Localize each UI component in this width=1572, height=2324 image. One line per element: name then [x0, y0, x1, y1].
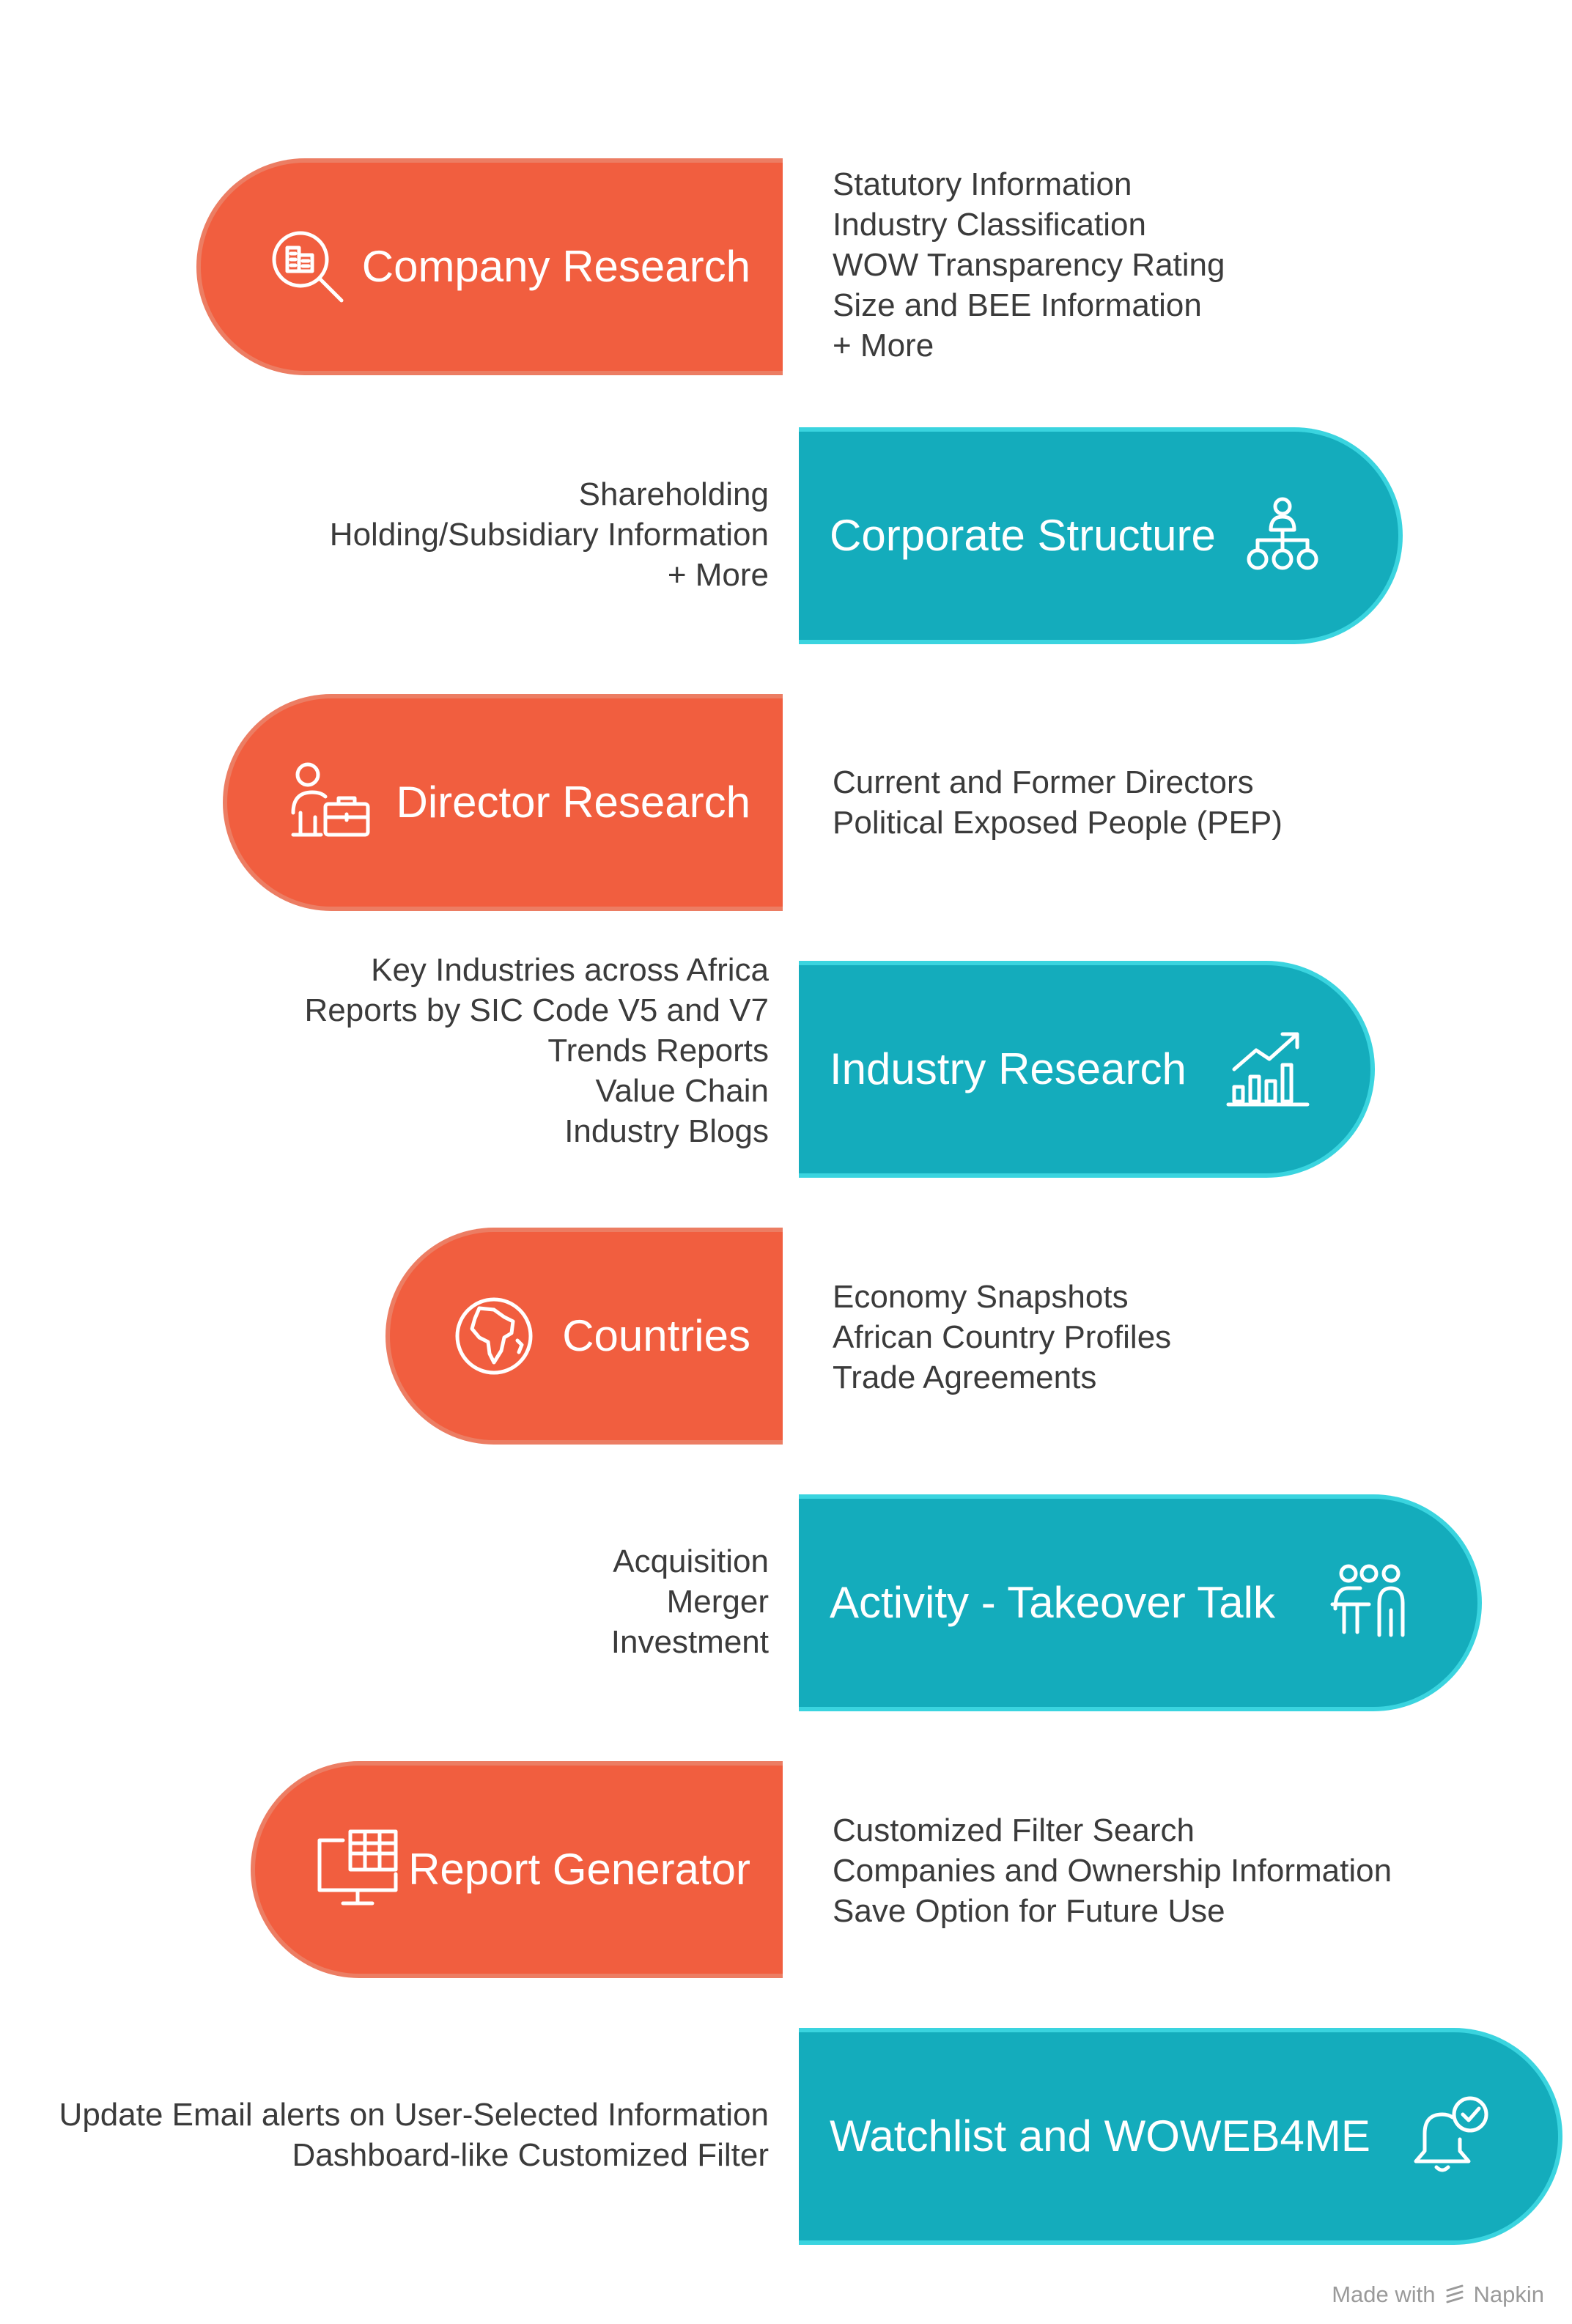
magnifier-building-icon — [264, 223, 352, 311]
desc-report-generator: Customized Filter Search Companies and O… — [833, 1810, 1392, 1931]
pill-watchlist-woweb4me: Watchlist and WOWEB4ME — [799, 2028, 1562, 2245]
desc-item: Key Industries across Africa — [371, 952, 769, 988]
pill-industry-research: Industry Research — [799, 961, 1375, 1178]
desc-item: Dashboard-like Customized Filter — [292, 2137, 769, 2173]
desc-watchlist-woweb4me: Update Email alerts on User-Selected Inf… — [59, 2095, 769, 2175]
person-briefcase-icon — [284, 759, 372, 846]
footer-made-with: Made with — [1332, 2281, 1436, 2307]
desc-item: Trade Agreements — [833, 1360, 1097, 1395]
desc-activity-takeover-talk: Acquisition Merger Investment — [611, 1541, 769, 1662]
org-chart-icon — [1239, 492, 1326, 580]
desc-item: Save Option for Future Use — [833, 1893, 1225, 1929]
desc-item: Value Chain — [595, 1073, 769, 1109]
pill-activity-takeover-talk: Activity - Takeover Talk — [799, 1494, 1482, 1711]
napkin-logo-icon — [1446, 2284, 1463, 2303]
desc-item: Industry Blogs — [564, 1113, 769, 1149]
desc-item: Industry Classification — [833, 207, 1146, 243]
pill-countries: Countries — [385, 1228, 783, 1445]
desc-item: Acquisition — [613, 1543, 769, 1579]
globe-africa-icon — [450, 1292, 538, 1380]
desc-item: African Country Profiles — [833, 1319, 1172, 1355]
people-meeting-icon — [1328, 1559, 1416, 1647]
pill-title: Activity - Takeover Talk — [830, 1578, 1275, 1627]
pill-title: Company Research — [361, 242, 750, 291]
pill-title: Industry Research — [830, 1044, 1187, 1093]
desc-item: Current and Former Directors — [833, 764, 1254, 800]
desc-item: Shareholding — [578, 476, 769, 512]
desc-corporate-structure: Shareholding Holding/Subsidiary Informat… — [330, 474, 769, 595]
desc-item: Merger — [666, 1584, 769, 1620]
desc-item: + More — [667, 557, 769, 593]
pill-company-research: Company Research — [196, 158, 783, 375]
desc-item: Holding/Subsidiary Information — [329, 517, 769, 553]
desc-item: Statutory Information — [833, 166, 1132, 202]
desc-item: Investment — [610, 1624, 769, 1660]
bar-chart-trend-icon — [1224, 1025, 1312, 1113]
pill-title: Watchlist and WOWEB4ME — [830, 2111, 1370, 2161]
desc-item: Economy Snapshots — [833, 1279, 1129, 1315]
pill-title: Corporate Structure — [830, 511, 1216, 560]
desc-item: Trends Reports — [547, 1033, 769, 1069]
desc-item: Companies and Ownership Information — [833, 1853, 1392, 1889]
desc-company-research: Statutory Information Industry Classific… — [833, 164, 1225, 366]
pill-title: Countries — [562, 1311, 750, 1360]
pill-report-generator: Report Generator — [251, 1761, 783, 1978]
pill-title: Report Generator — [408, 1845, 750, 1894]
bell-check-icon — [1407, 2092, 1495, 2180]
pill-director-research: Director Research — [223, 694, 783, 911]
monitor-spreadsheet-icon — [314, 1826, 402, 1914]
desc-item: Update Email alerts on User-Selected Inf… — [59, 2097, 769, 2133]
pill-title: Director Research — [396, 778, 751, 827]
desc-item: + More — [833, 328, 934, 364]
desc-director-research: Current and Former Directors Political E… — [833, 762, 1283, 843]
footer-brand: Napkin — [1473, 2281, 1545, 2307]
made-with-napkin-footer: Made with Napkin — [1332, 2281, 1544, 2308]
desc-industry-research: Key Industries across Africa Reports by … — [305, 950, 769, 1151]
desc-item: WOW Transparency Rating — [833, 247, 1225, 283]
desc-item: Customized Filter Search — [833, 1812, 1195, 1848]
desc-countries: Economy Snapshots African Country Profil… — [833, 1277, 1171, 1398]
desc-item: Reports by SIC Code V5 and V7 — [304, 992, 769, 1028]
desc-item: Political Exposed People (PEP) — [833, 805, 1283, 841]
desc-item: Size and BEE Information — [833, 287, 1202, 323]
pill-corporate-structure: Corporate Structure — [799, 427, 1403, 644]
